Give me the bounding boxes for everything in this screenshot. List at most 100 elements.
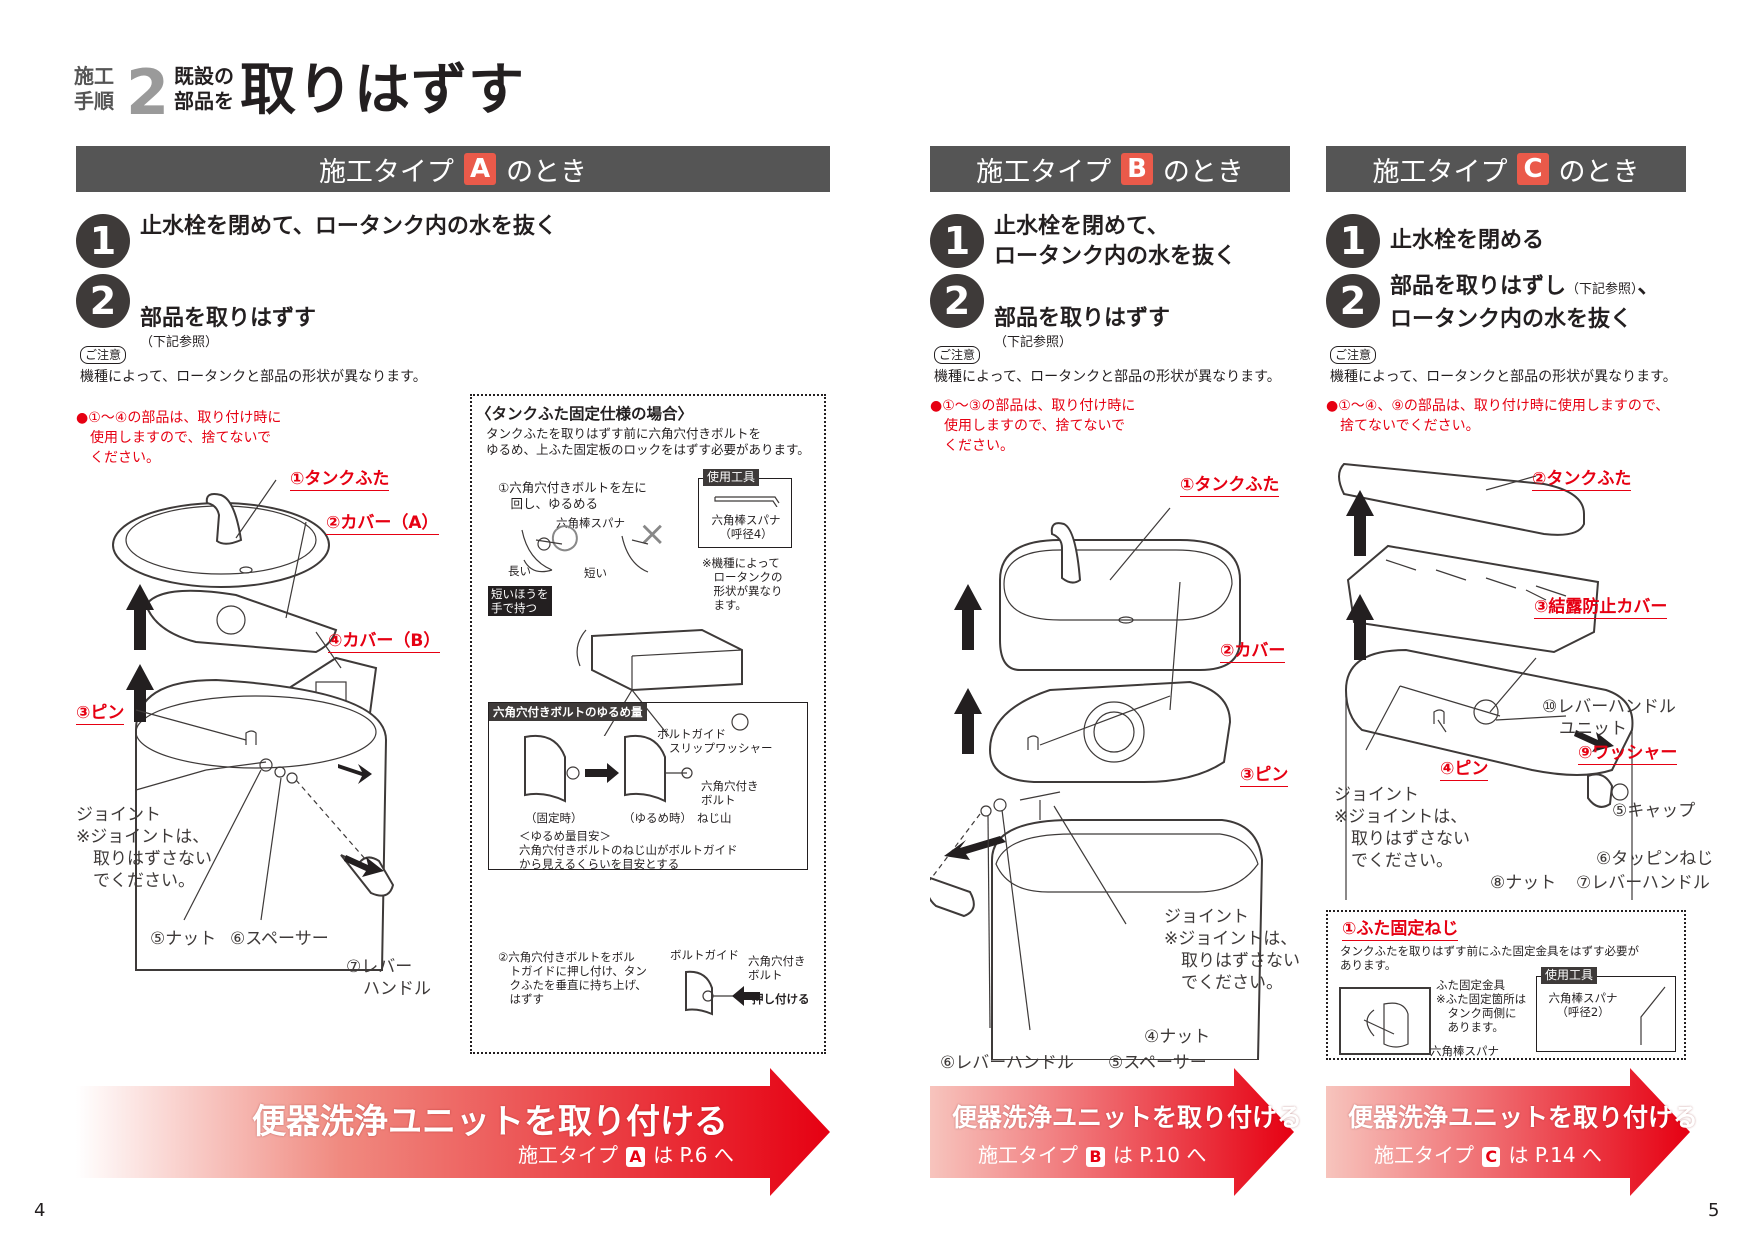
- part-lever-a: ⑦レバー ハンドル: [346, 957, 431, 999]
- banner-sub-pre: 施工タイプ: [1374, 1143, 1474, 1167]
- step-1-a: 1 止水栓を閉めて、ロータンク内の水を抜く: [76, 214, 557, 268]
- header-label-small: 施工 手順: [74, 64, 114, 113]
- step-number: 2: [930, 274, 984, 328]
- loosen-title: 六角穴付きボルトのゆるめ量: [489, 703, 647, 721]
- tool-name: 六角棒スパナ （呼径4）: [711, 513, 781, 541]
- label-short: 短い: [584, 566, 607, 580]
- guide-title: ＜ゆるめ量目安＞: [519, 829, 611, 843]
- banner-arrow-shape: [1326, 1068, 1690, 1196]
- page-number-left: 4: [34, 1200, 46, 1221]
- part-spacer-b: ⑤スペーサー: [1108, 1053, 1207, 1073]
- header-label-mid: 既設の 部品を: [174, 64, 234, 113]
- banner-sub: 施工タイプ C は P.14 へ: [1374, 1142, 1602, 1168]
- type-badge-b: B: [1121, 153, 1153, 185]
- caution-a: ご注意 機種によって、ロータンクと部品の形状が異なります。: [80, 344, 427, 386]
- part-lever-unit-c: ⑩レバーハンドル ユニット: [1542, 697, 1676, 739]
- label-bolt-guide-2: ボルトガイド: [670, 948, 739, 962]
- bar-suffix: のとき: [1558, 156, 1640, 188]
- ok-mark: ○: [550, 516, 580, 556]
- caution-badge: ご注意: [934, 346, 981, 364]
- header-step-number: 2: [126, 56, 170, 129]
- next-step-banner-c[interactable]: 便器洗浄ユニットを取り付ける 施工タイプ C は P.14 へ: [1326, 1068, 1698, 1196]
- keep-parts-note-c: ●①〜④、⑨の部品は、取り付け時に使用しますので、 捨てないでください。: [1326, 398, 1670, 434]
- label-hex-bolt-2: 六角穴付き ボルト: [748, 954, 806, 982]
- label-bolt-guide: ボルトガイド: [657, 727, 726, 741]
- part-nut-b: ④ナット: [1144, 1027, 1211, 1047]
- label-loosened: （ゆるめ時）: [623, 811, 692, 825]
- tool-box-c: 使用工具 六角棒スパナ （呼径2）: [1536, 967, 1676, 1052]
- bar-suffix: のとき: [1162, 156, 1244, 188]
- banner-title: 便器洗浄ユニットを取り付ける: [952, 1103, 1303, 1132]
- step-text-wrap: 部品を取りはずす （下記参照）: [140, 274, 316, 382]
- part-lever-b: ⑥レバーハンドル: [940, 1053, 1074, 1073]
- banner-sub-pre: 施工タイプ: [518, 1143, 618, 1167]
- caution-text: 機種によって、ロータンクと部品の形状が異なります。: [1330, 369, 1677, 385]
- step-1-b: 1 止水栓を閉めて、 ロータンク内の水を抜く: [930, 214, 1236, 272]
- keep-parts-note-a: ●①〜④の部品は、取り付け時に 使用しますので、捨てないで ください。: [76, 410, 282, 466]
- step-text: 止水栓を閉める: [1390, 228, 1545, 253]
- guide-text: 六角穴付きボルトのねじ山がボルトガイド から見えるくらいを目安とする: [519, 843, 738, 871]
- tool-label: 使用工具: [703, 469, 760, 486]
- label-hold-short: 短いほうを 手で持つ: [488, 586, 552, 616]
- part-pin-b: ③ピン: [1240, 765, 1289, 787]
- tool-note: ※機種によって ロータンクの 形状が異なり ます。: [702, 556, 783, 612]
- push-diagram: [685, 970, 760, 1016]
- step-text: 部品を取りはずす: [994, 306, 1171, 331]
- banner-sub: 施工タイプ B は P.10 へ: [978, 1142, 1206, 1168]
- step-2-a: 2 部品を取りはずす （下記参照）: [76, 274, 316, 382]
- part-joint-a: ジョイント ※ジョイントは、 取りはずさない でください。: [76, 805, 212, 891]
- step-text-b: 、 ロータンク内の水を抜く: [1390, 274, 1660, 332]
- page-header: 施工 手順 2 既設の 部品を 取りはずす: [74, 60, 534, 130]
- box-title-c: ①ふた固定ねじ: [1342, 919, 1459, 941]
- hex-wrench-icon: [1640, 986, 1666, 1045]
- label-slip-washer: スリップワッシャー: [669, 741, 773, 755]
- hex-wrench-icon: [714, 496, 780, 507]
- step-2-b: 2 部品を取りはずす （下記参照）: [930, 274, 1170, 382]
- box-intro-c: タンクふたを取りはずす前にふた固定金具をはずす必要が あります。: [1340, 944, 1639, 972]
- part-washer-c: ⑨ワッシャー: [1578, 743, 1678, 765]
- next-step-banner-b[interactable]: 便器洗浄ユニットを取り付ける 施工タイプ B は P.10 へ: [930, 1068, 1302, 1196]
- part-cap-c: ⑤キャップ: [1612, 801, 1696, 821]
- page-title: 取りはずす: [240, 58, 525, 123]
- keep-parts-note-b: ●①〜③の部品は、取り付け時に 使用しますので、捨てないで ください。: [930, 398, 1136, 454]
- banner-sub-post: は P.6 へ: [653, 1143, 734, 1167]
- next-step-banner-a[interactable]: 便器洗浄ユニットを取り付ける 施工タイプ A は P.6 へ: [76, 1068, 830, 1196]
- fixed-lid-box: 〈タンクふた固定仕様の場合〉 タンクふたを取りはずす前に六角穴付きボルトを ゆる…: [470, 394, 826, 1054]
- banner-title: 便器洗浄ユニットを取り付ける: [1348, 1103, 1699, 1132]
- part-joint-b: ジョイント ※ジョイントは、 取りはずさない でください。: [1164, 907, 1300, 993]
- label-hex-wrench: 六角棒スパナ: [556, 516, 625, 530]
- loosen-box: 六角穴付きボルトのゆるめ量 ボルトガイド スリップワッシャー 六角穴付き ボルト…: [488, 702, 808, 871]
- banner-sub: 施工タイプ A は P.6 へ: [518, 1142, 734, 1168]
- section-bar-a: 施工タイプ A のとき: [76, 146, 830, 192]
- caution-text: 機種によって、ロータンクと部品の形状が異なります。: [80, 369, 427, 385]
- bar-prefix: 施工タイプ: [976, 156, 1112, 188]
- label-fitting: ふた固定金具: [1436, 978, 1505, 992]
- step-sub: （下記参照）: [994, 335, 1073, 350]
- part-cover-c: ③結露防止カバー: [1534, 597, 1668, 619]
- tool-name: 六角棒スパナ （呼径2）: [1548, 991, 1618, 1019]
- label-fixed: （固定時）: [525, 811, 583, 825]
- banner-sub-pre: 施工タイプ: [978, 1143, 1078, 1167]
- step-2-c: 2 部品を取りはずし（下記参照）、 ロータンク内の水を抜く: [1326, 274, 1660, 335]
- step-1-c: 1 止水栓を閉める: [1326, 214, 1544, 268]
- page-number-right: 5: [1708, 1200, 1720, 1221]
- banner-type-badge: C: [1482, 1147, 1501, 1167]
- ng-mark: ×: [638, 514, 667, 554]
- part-cover-a-a: ②カバー（A）: [326, 513, 439, 535]
- box-intro: タンクふたを取りはずす前に六角穴付きボルトを ゆるめ、上ふた固定板のロックをはず…: [486, 426, 810, 457]
- part-pin-c: ④ピン: [1440, 759, 1489, 781]
- part-tank-lid-c: ②タンクふた: [1532, 469, 1632, 491]
- banner-sub-post: は P.10 へ: [1112, 1143, 1207, 1167]
- label-long: 長い: [508, 564, 531, 578]
- step-number: 2: [76, 274, 130, 328]
- tool-label: 使用工具: [1541, 967, 1598, 984]
- label-hex-wrench-c: 六角棒スパナ: [1430, 1044, 1499, 1058]
- bolt-diagram: [524, 735, 693, 803]
- lid-fitting-illustration: [1339, 987, 1431, 1055]
- part-cover-b: ②カバー: [1220, 641, 1286, 663]
- label-hex-bolt: 六角穴付き ボルト: [701, 779, 759, 807]
- caution-badge: ご注意: [80, 346, 127, 364]
- banner-sub-post: は P.14 へ: [1508, 1143, 1602, 1167]
- box-step-1: ①六角穴付きボルトを左に 回し、ゆるめる: [498, 480, 647, 511]
- label-push: 押し付ける: [752, 992, 810, 1006]
